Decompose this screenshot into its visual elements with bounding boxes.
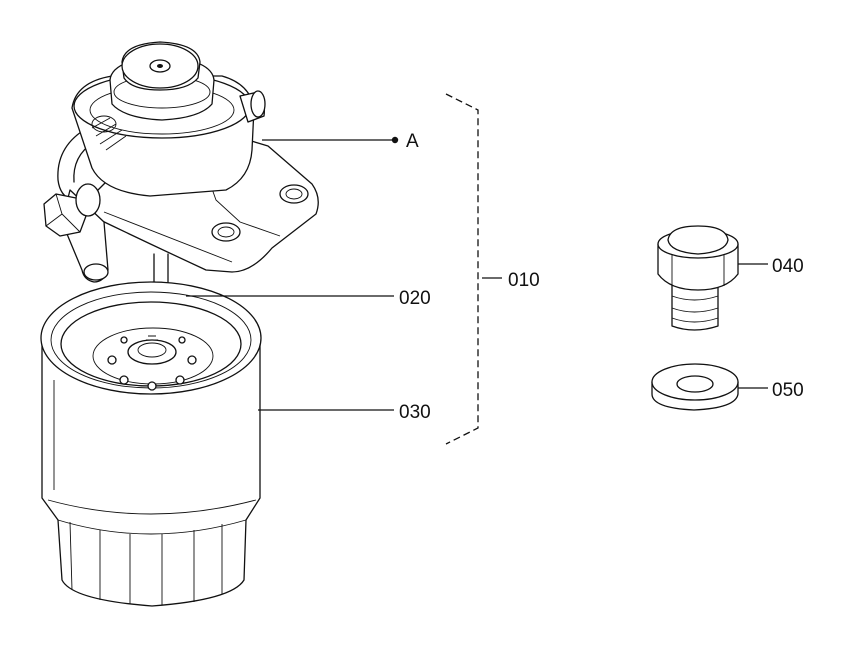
- bolt-illustration: [657, 225, 739, 331]
- callout-050: 050: [772, 380, 804, 401]
- callout-030: 030: [399, 402, 431, 423]
- callout-020: 020: [399, 288, 431, 309]
- filter-head-illustration: [43, 41, 319, 291]
- callout-040: 040: [772, 256, 804, 277]
- callout-a: A: [406, 131, 419, 152]
- leader-a-dot: [391, 136, 399, 144]
- callout-010: 010: [508, 270, 540, 291]
- filter-cartridge-illustration: [40, 281, 262, 607]
- washer-illustration: [651, 363, 739, 411]
- assembly-bracket: [445, 93, 479, 445]
